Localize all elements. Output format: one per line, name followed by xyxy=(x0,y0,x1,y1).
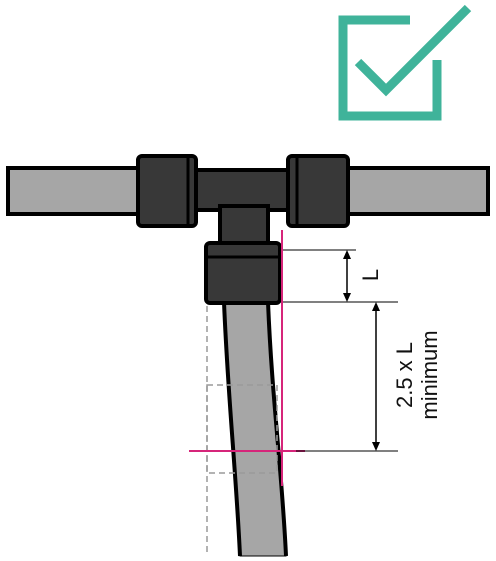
main-pipe-left xyxy=(6,166,144,216)
dim-bend-arrow-top xyxy=(372,302,380,311)
ghost-insert-box xyxy=(206,384,278,474)
left-socket xyxy=(136,154,198,228)
alignment-marks xyxy=(189,230,305,486)
dim-l-arrow-top xyxy=(343,250,351,259)
bend-label-line2: minimum xyxy=(417,330,442,419)
straight-pipe-ghost xyxy=(206,306,278,556)
dim-bend-arrow-bottom xyxy=(372,442,380,451)
bend-label-line1: 2.5 x L xyxy=(392,342,417,408)
right-socket xyxy=(286,154,350,228)
main-pipe-right xyxy=(344,166,490,216)
l-dimension-label: L xyxy=(358,269,383,281)
branch-pipe xyxy=(222,301,288,557)
checkmark-box-icon xyxy=(338,4,472,121)
bottom-socket xyxy=(204,241,282,305)
tee-fitting xyxy=(136,154,350,305)
tee-stem xyxy=(218,204,270,248)
check-box-frame xyxy=(338,15,442,121)
dim-l-arrow-bottom xyxy=(343,293,351,302)
dimensions: L 2.5 x L minimum xyxy=(283,249,442,452)
branch-pipe-right-edge xyxy=(266,301,288,557)
branch-pipe-left-edge xyxy=(222,301,242,557)
check-tick xyxy=(354,4,472,97)
